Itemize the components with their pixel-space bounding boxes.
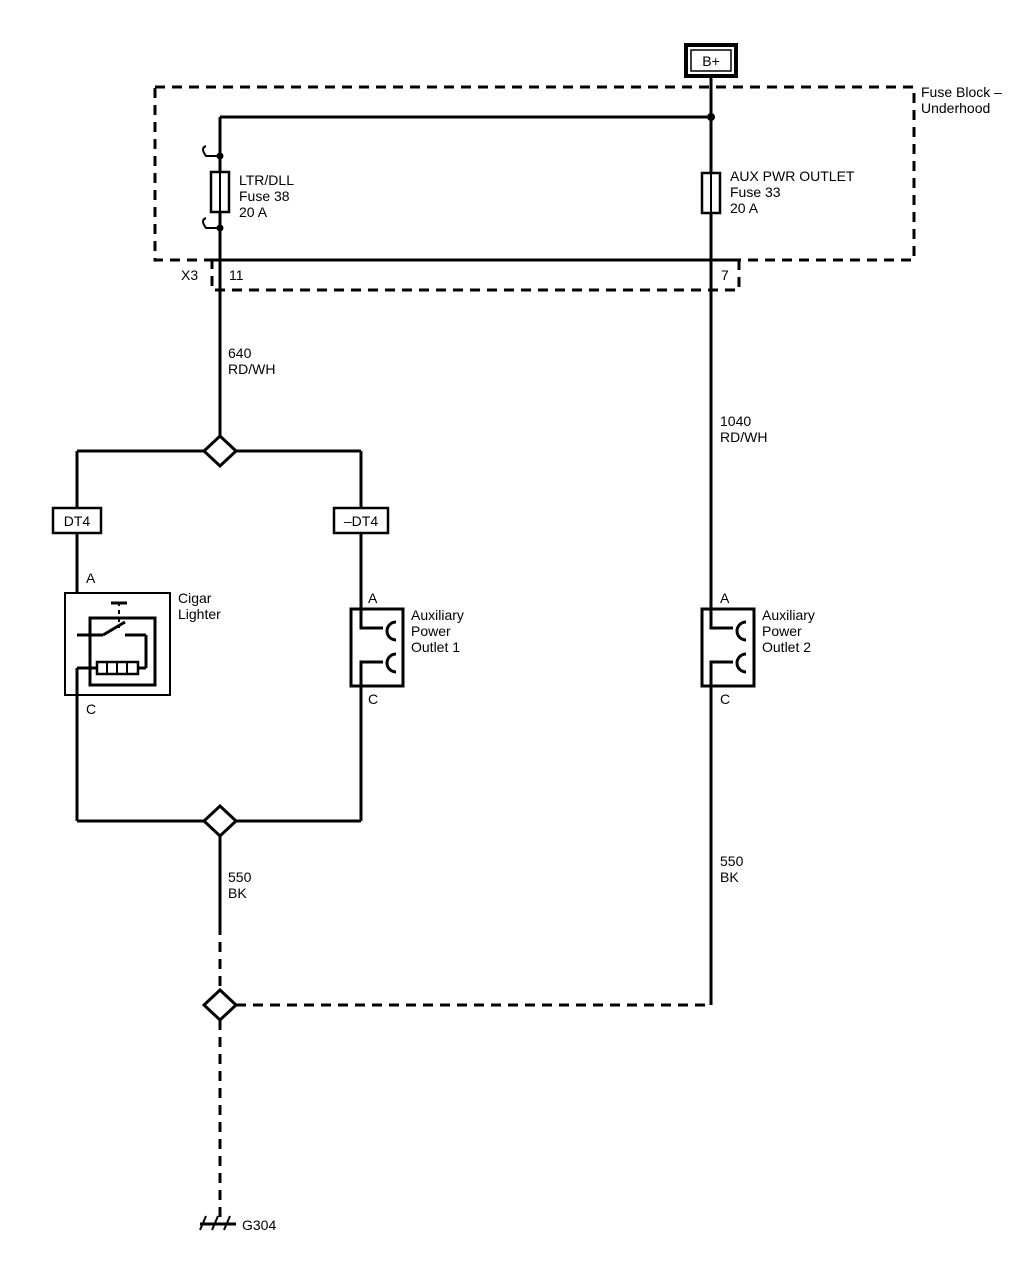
outlet1-label-line2: Power xyxy=(411,623,451,639)
wire-640-circuit: 640 xyxy=(228,345,252,361)
connector-x3-outline xyxy=(210,258,741,292)
aux-outlet-1 xyxy=(349,607,405,688)
outlet1-pin-a: A xyxy=(368,590,378,606)
bus-splice-dot xyxy=(707,113,715,121)
wire-550-left-circuit: 550 xyxy=(228,869,252,885)
connector-pin-7: 7 xyxy=(721,267,729,283)
splice-bottom xyxy=(201,803,239,839)
fuse38-bottom-clip-icon xyxy=(202,217,220,229)
b-plus-source: B+ xyxy=(684,43,738,78)
wire-550-right-color: BK xyxy=(720,869,739,885)
wire-640-color: RD/WH xyxy=(228,361,275,377)
splice-top xyxy=(201,433,239,469)
ground-icon xyxy=(199,1215,236,1231)
outlet2-label-line1: Auxiliary xyxy=(762,607,815,623)
fuse33-number: Fuse 33 xyxy=(730,184,781,200)
fuse-38 xyxy=(209,170,231,214)
b-plus-label: B+ xyxy=(702,53,720,69)
fuse38-number: Fuse 38 xyxy=(239,188,290,204)
wire-550-left-color: BK xyxy=(228,885,247,901)
splice-ground xyxy=(201,987,239,1023)
lighter-pin-c: C xyxy=(86,701,96,717)
wire-550-right-circuit: 550 xyxy=(720,853,744,869)
outlet2-pin-a: A xyxy=(720,590,730,606)
option-dt4-label: DT4 xyxy=(64,513,91,529)
wire-1040-circuit: 1040 xyxy=(720,413,751,429)
option-not-dt4-label: –DT4 xyxy=(344,513,378,529)
outlet2-pin-c: C xyxy=(720,691,730,707)
outlet1-label-line1: Auxiliary xyxy=(411,607,464,623)
fuse38-rating: 20 A xyxy=(239,204,268,220)
fuse-block-outline xyxy=(153,85,916,262)
wire-1040-color: RD/WH xyxy=(720,429,767,445)
outlet2-label-line2: Power xyxy=(762,623,802,639)
lighter-label-line2: Lighter xyxy=(178,606,221,622)
ground-label: G304 xyxy=(242,1217,276,1233)
outlet1-pin-c: C xyxy=(368,691,378,707)
option-not-dt4: –DT4 xyxy=(332,506,390,535)
outlet1-label-line3: Outlet 1 xyxy=(411,639,460,655)
fuse33-rating: 20 A xyxy=(730,200,759,216)
lighter-pin-a: A xyxy=(86,570,96,586)
fuse38-name: LTR/DLL xyxy=(239,172,294,188)
fuse-block-label-line2: Underhood xyxy=(921,100,990,116)
option-dt4: DT4 xyxy=(51,506,103,535)
fuse33-name: AUX PWR OUTLET xyxy=(730,168,855,184)
outlet2-label-line3: Outlet 2 xyxy=(762,639,811,655)
lighter-label-line1: Cigar xyxy=(178,590,212,606)
aux-outlet-2 xyxy=(700,607,756,688)
fuse-33 xyxy=(700,171,722,215)
fuse-block-label-line1: Fuse Block – xyxy=(921,84,1002,100)
connector-pin-11: 11 xyxy=(229,267,244,283)
cigar-lighter xyxy=(64,592,171,705)
connector-x3-label: X3 xyxy=(181,267,198,283)
fuse38-top-clip-icon xyxy=(202,145,220,157)
